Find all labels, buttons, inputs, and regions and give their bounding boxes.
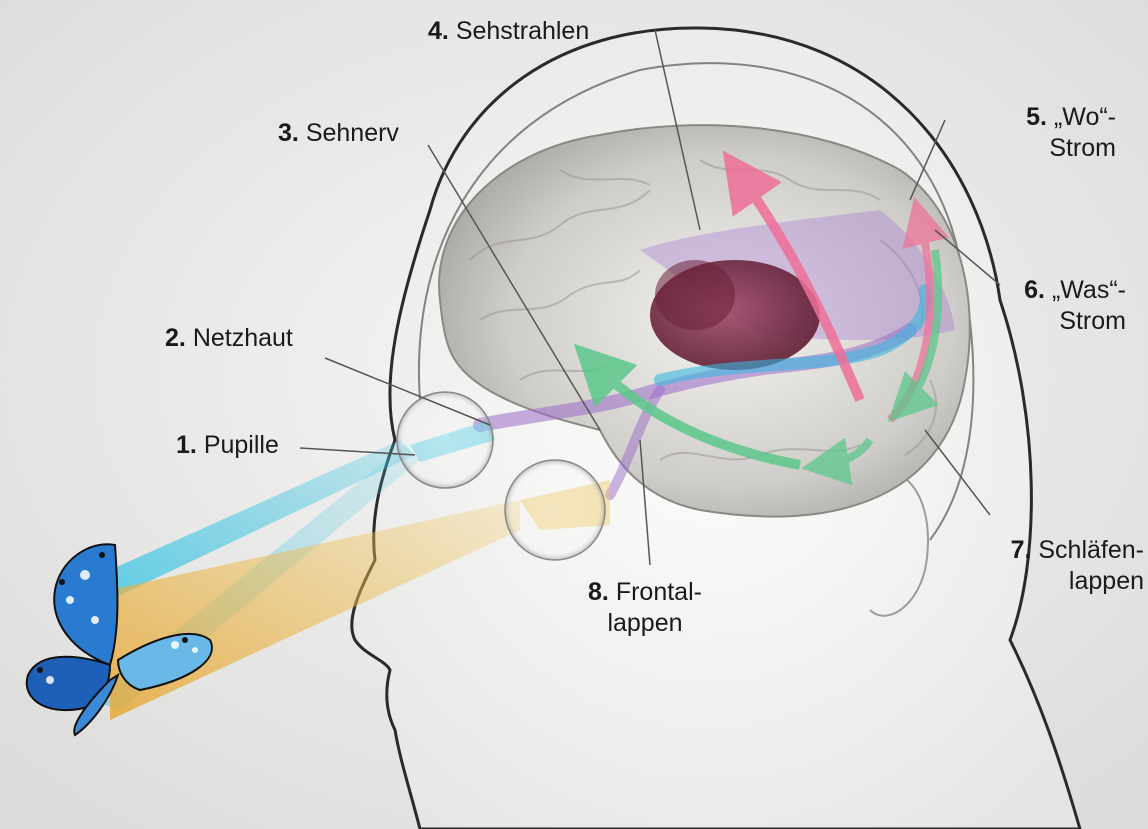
label-sehstrahlen: 4. Sehstrahlen <box>428 16 589 47</box>
label-text-line2: lappen <box>588 608 702 639</box>
label-text: Frontal- <box>616 578 702 606</box>
label-was-strom: 6. „Was“- Strom <box>1024 275 1126 337</box>
label-number: 2. <box>165 324 186 352</box>
label-sehnerv: 3. Sehnerv <box>278 118 399 149</box>
label-text-line2: lappen <box>1011 566 1144 597</box>
label-text: Sehnerv <box>306 119 399 147</box>
label-number: 4. <box>428 17 449 45</box>
label-text: „Wo“- <box>1054 103 1116 131</box>
label-netzhaut: 2. Netzhaut <box>165 323 293 354</box>
label-number: 5. <box>1026 103 1047 131</box>
label-text: „Was“- <box>1052 276 1126 304</box>
label-text: Pupille <box>204 431 279 459</box>
label-number: 1. <box>176 431 197 459</box>
label-number: 3. <box>278 119 299 147</box>
label-text: Sehstrahlen <box>456 17 589 45</box>
label-wo-strom: 5. „Wo“- Strom <box>1026 102 1116 164</box>
label-number: 6. <box>1024 276 1045 304</box>
label-number: 8. <box>588 578 609 606</box>
label-schlaefenlappen: 7. Schläfen- lappen <box>1011 535 1144 597</box>
label-text-line2: Strom <box>1026 133 1116 164</box>
label-frontallappen: 8. Frontal- lappen <box>588 577 702 639</box>
label-text: Schläfen- <box>1038 536 1144 564</box>
label-text-line2: Strom <box>1024 306 1126 337</box>
label-number: 7. <box>1011 536 1032 564</box>
eye-lens-lower <box>505 460 605 560</box>
thalamus-lobe <box>655 260 735 330</box>
label-text: Netzhaut <box>193 324 293 352</box>
label-pupille: 1. Pupille <box>176 430 279 461</box>
